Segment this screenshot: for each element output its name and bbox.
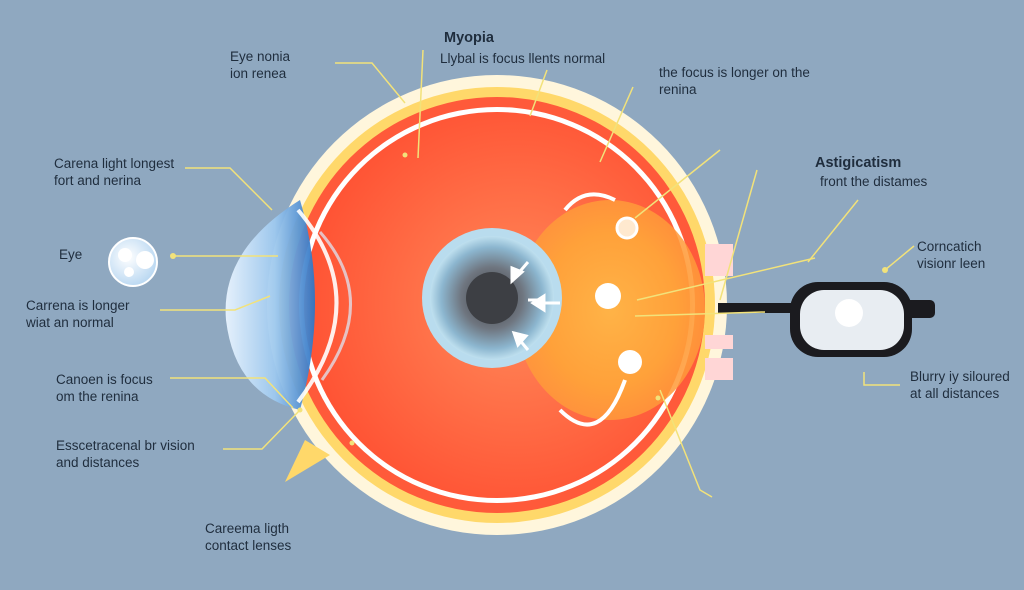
label-line: Canoen is focus <box>56 372 153 387</box>
label-cornea-focus: Canoen is focus om the renina <box>56 371 153 405</box>
cornea-lens <box>225 200 315 410</box>
label-astigmatism-desc: front the distames <box>820 174 928 189</box>
label-astigmatism-title: Astigicatism <box>815 155 902 171</box>
label-line: and distances <box>56 455 140 470</box>
label-eye: Eye <box>59 247 83 262</box>
label-line: Eye nonia <box>230 49 291 64</box>
optic-nerve-tail <box>285 440 330 482</box>
label-line: ion renea <box>230 66 287 81</box>
eyeglasses-icon <box>718 282 935 357</box>
edge-tab-2 <box>705 335 733 349</box>
label-line: Careema ligth <box>205 521 290 536</box>
lens-edge <box>296 208 339 404</box>
label-eccentric: Esscetracenal br vision and distances <box>56 437 195 471</box>
label-line: Blurry iy siloured <box>910 369 1010 384</box>
label-myopia-desc: Llybal is focus llents normal <box>440 51 606 66</box>
label-line: visionr leen <box>917 256 986 271</box>
curved-ray-top <box>563 192 616 212</box>
label-eye-retina: Eye nonia ion renea <box>230 48 290 82</box>
label-blurry: Blurry iy siloured at all distances <box>910 368 1010 402</box>
pointer-dots <box>170 152 888 446</box>
lens-inner-edge <box>318 231 352 381</box>
label-cornea-longest: Carena light longest fort and nerina <box>54 155 174 189</box>
label-line: the focus is longer on the <box>659 65 810 80</box>
contact-lens-highlight-2 <box>136 251 154 269</box>
label-corrective-vision: Corncatich visionr leen <box>917 238 985 272</box>
pointer-lines <box>160 49 915 498</box>
label-line: Carrena is longer <box>26 298 130 313</box>
pupil <box>466 272 518 324</box>
edge-tab-3 <box>705 358 733 380</box>
focus-point-top <box>615 216 639 240</box>
label-line: wiat an normal <box>26 315 114 330</box>
label-focus-longer: the focus is longer on the renina <box>659 64 810 98</box>
label-line: Esscetracenal br vision <box>56 438 195 453</box>
focus-glow <box>515 200 705 420</box>
contact-lens-highlight-3 <box>124 267 134 277</box>
label-line: at all distances <box>910 386 1000 401</box>
label-contact-lenses: Careema ligth contact lenses <box>205 520 291 554</box>
label-cornea-longer: Carrena is longer wiat an normal <box>26 297 130 331</box>
focus-point-middle <box>595 283 621 309</box>
contact-lens-highlight <box>118 248 132 262</box>
label-line: om the renina <box>56 389 139 404</box>
label-line: Carena light longest <box>54 156 175 171</box>
label-line: fort and nerina <box>54 173 142 188</box>
label-line: renina <box>659 82 697 97</box>
arrow-icon <box>510 261 560 351</box>
label-myopia-title: Myopia <box>444 30 494 46</box>
focus-point-bottom <box>618 350 642 374</box>
label-line: contact lenses <box>205 538 292 553</box>
label-line: Corncatich <box>917 239 982 254</box>
curved-ray-bottom <box>558 379 627 427</box>
